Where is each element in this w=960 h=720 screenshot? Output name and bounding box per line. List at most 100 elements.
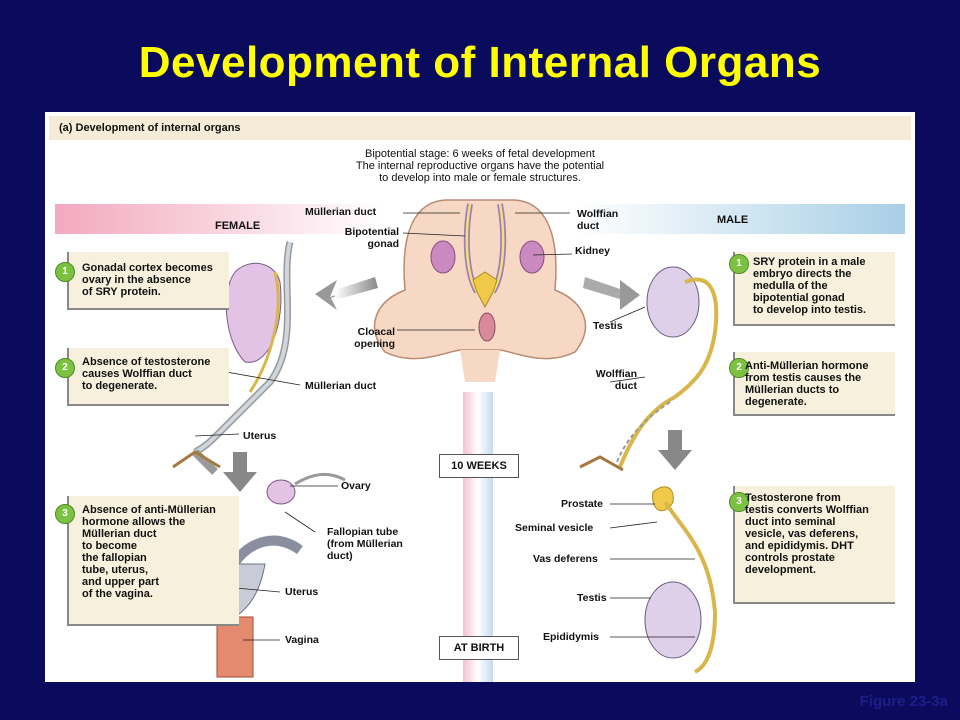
center-stripe bbox=[463, 392, 493, 682]
label-line: Wolffian bbox=[577, 208, 619, 220]
bipotential-line1: Bipotential stage: 6 weeks of fetal deve… bbox=[365, 148, 595, 160]
note-line: to degenerate. bbox=[82, 380, 158, 392]
female-step-3-badge: 3 bbox=[55, 504, 75, 524]
label-line: (from Müllerian bbox=[327, 538, 403, 550]
bipotential-text: Bipotential stage: 6 weeks of fetal deve… bbox=[315, 148, 645, 184]
note-line: to develop into testis. bbox=[753, 304, 867, 316]
label-mullerian-duct-top: Müllerian duct bbox=[305, 206, 377, 218]
note-line: duct into seminal bbox=[745, 516, 836, 528]
leader-lines bbox=[194, 212, 695, 641]
label-line: duct bbox=[614, 380, 637, 392]
male-note-2-text: Anti-Müllerian hormone from testis cause… bbox=[745, 360, 868, 408]
arrow-to-female-body bbox=[335, 277, 378, 300]
female-note-3 bbox=[67, 496, 239, 626]
label-cloacal-opening: Cloacal opening bbox=[345, 326, 395, 350]
figure-label: Figure 23-3a bbox=[859, 693, 948, 710]
arrow-to-female bbox=[315, 280, 375, 310]
note-line: controls prostate bbox=[745, 552, 835, 564]
arrow-to-male-head bbox=[620, 280, 640, 310]
male-step-2-badge: 2 bbox=[729, 358, 749, 378]
note-line: Gonadal cortex becomes bbox=[82, 262, 213, 274]
arrow-down-female bbox=[223, 452, 257, 492]
female-note-1 bbox=[67, 252, 229, 310]
male-note-1 bbox=[733, 252, 895, 326]
label-line: Bipotential bbox=[344, 226, 399, 238]
label-wolffian-duct-top: Wolffian duct bbox=[577, 208, 618, 232]
male-note-3 bbox=[733, 486, 895, 604]
panel-header-text: (a) Development of internal organs bbox=[59, 122, 241, 134]
label-testis-male-2: Testis bbox=[577, 592, 607, 604]
label-testis-male-1: Testis bbox=[593, 320, 623, 332]
label-line: duct) bbox=[327, 550, 353, 562]
label-line: Fallopian tube bbox=[327, 526, 399, 538]
female-note-2-text: Absence of testosterone causes Wolffian … bbox=[82, 356, 210, 392]
label-vagina: Vagina bbox=[285, 634, 319, 646]
female-note-1-text: Gonadal cortex becomes ovary in the abse… bbox=[82, 262, 213, 298]
label-line: Cloacal bbox=[357, 326, 395, 338]
note-line: from testis causes the bbox=[745, 372, 862, 384]
male-band bbox=[575, 204, 905, 234]
label-vas-deferens: Vas deferens bbox=[533, 553, 598, 565]
note-line: and upper part bbox=[82, 576, 160, 588]
note-line: causes Wolffian duct bbox=[82, 368, 192, 380]
embryo-illustration bbox=[374, 199, 586, 382]
female-10wk-illustration bbox=[172, 241, 294, 475]
label-wolffian-duct-male: Wolffian duct bbox=[585, 368, 637, 392]
note-line: Testosterone from bbox=[745, 492, 841, 504]
label-line: duct bbox=[577, 220, 600, 232]
male-note-2 bbox=[733, 352, 895, 416]
note-line: Anti-Müllerian hormone bbox=[745, 360, 869, 372]
note-line: the fallopian bbox=[82, 552, 147, 564]
label-mullerian-duct-female: Müllerian duct bbox=[305, 380, 377, 392]
note-line: embryo directs the bbox=[753, 268, 852, 280]
male-label: MALE bbox=[717, 214, 749, 226]
note-line: vesicle, vas deferens, bbox=[745, 528, 859, 540]
label-line: Wolffian bbox=[595, 368, 637, 380]
label-uterus-female-1: Uterus bbox=[243, 430, 277, 442]
label-line: gonad bbox=[367, 238, 400, 250]
slide-title: Development of Internal Organs bbox=[138, 38, 822, 87]
note-line: of SRY protein. bbox=[82, 286, 161, 298]
stage-10-weeks: 10 WEEKS bbox=[439, 454, 519, 478]
note-line: Absence of anti-Müllerian bbox=[82, 504, 216, 516]
label-epididymis: Epididymis bbox=[543, 631, 600, 643]
panel-header: (a) Development of internal organs bbox=[49, 116, 911, 140]
male-birth-illustration bbox=[644, 486, 718, 674]
note-line: bipotential gonad bbox=[753, 292, 845, 304]
arrow-down-male bbox=[658, 430, 692, 470]
female-note-2 bbox=[67, 348, 229, 406]
note-line: degenerate. bbox=[745, 396, 807, 408]
note-line: SRY protein in a male bbox=[753, 256, 866, 268]
bipotential-line3: to develop into male or female structure… bbox=[379, 172, 581, 184]
note-line: Absence of testosterone bbox=[82, 356, 211, 368]
label-prostate: Prostate bbox=[561, 498, 604, 510]
label-bipotential-gonad: Bipotential gonad bbox=[327, 226, 399, 250]
note-line: development. bbox=[745, 564, 816, 576]
male-note-3-text: Testosterone from testis converts Wolffi… bbox=[745, 492, 869, 576]
figure-panel: (a) Development of internal organs bbox=[45, 112, 915, 682]
arrow-to-male-body bbox=[583, 277, 623, 300]
female-step-2-badge: 2 bbox=[55, 358, 75, 378]
label-kidney: Kidney bbox=[575, 245, 611, 257]
male-step-1-badge: 1 bbox=[729, 254, 749, 274]
note-line: and epididymis. DHT bbox=[745, 540, 854, 552]
male-10wk-illustration bbox=[579, 266, 719, 472]
note-line: ovary in the absence bbox=[82, 274, 191, 286]
label-seminal-vesicle: Seminal vesicle bbox=[515, 522, 594, 534]
label-uterus-female-2: Uterus bbox=[285, 586, 319, 598]
male-step-3-badge: 3 bbox=[729, 492, 749, 512]
label-fallopian-tube: Fallopian tube (from Müllerian duct) bbox=[327, 526, 403, 562]
note-line: of the vagina. bbox=[82, 588, 153, 600]
note-line: testis converts Wolffian bbox=[745, 504, 869, 516]
label-ovary: Ovary bbox=[341, 480, 371, 492]
note-line: to become bbox=[82, 540, 138, 552]
label-line: opening bbox=[354, 338, 395, 350]
note-line: hormone allows the bbox=[82, 516, 186, 528]
note-line: Müllerian duct bbox=[82, 528, 157, 540]
note-line: tube, uterus, bbox=[82, 564, 149, 576]
female-label: FEMALE bbox=[215, 220, 261, 232]
female-note-3-text: Absence of anti-Müllerian hormone allows… bbox=[82, 504, 216, 600]
female-band bbox=[55, 204, 385, 234]
female-step-1-badge: 1 bbox=[55, 262, 75, 282]
bipotential-line2: The internal reproductive organs have th… bbox=[355, 160, 605, 172]
